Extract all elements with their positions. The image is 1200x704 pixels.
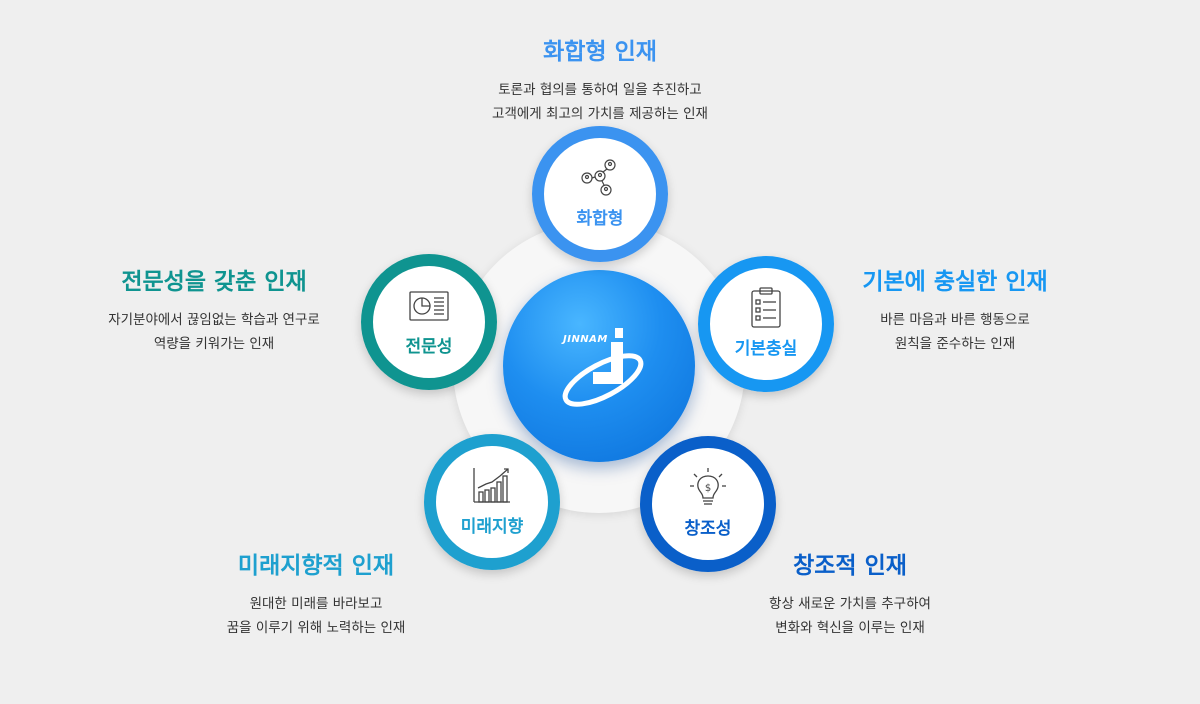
caption-line: 원대한 미래를 바라보고 (249, 596, 383, 612)
caption-line: 자기분야에서 끊임없는 학습과 연구로 (108, 312, 320, 328)
node-label-basics: 기본충실 (734, 339, 798, 359)
caption-line: 원칙을 준수하는 인재 (894, 336, 1016, 352)
growth-chart-icon (473, 468, 510, 503)
node-expertise: 전문성 (361, 254, 497, 390)
node-label-future: 미래지향 (460, 517, 524, 537)
caption-title: 창조적 인재 (793, 553, 907, 579)
caption-harmony: 화합형 인재 토론과 협의를 통하여 일을 추진하고 고객에게 최고의 가치를 … (420, 32, 780, 126)
report-pie-chart-icon (409, 291, 449, 321)
node-basics: 기본충실 (698, 256, 834, 392)
svg-text:$: $ (705, 483, 711, 494)
caption-title: 화합형 인재 (543, 39, 657, 65)
logo-text: JINNAM (563, 334, 608, 345)
caption-line: 꿈을 이루기 위해 노력하는 인재 (226, 620, 406, 636)
clipboard-checklist-icon (751, 287, 781, 328)
node-harmony: 화합형 (532, 126, 668, 262)
caption-line: 토론과 협의를 통하여 일을 추진하고 (498, 82, 702, 98)
caption-creativity: 창조적 인재 항상 새로운 가치를 추구하여 변화와 혁신을 이루는 인재 (700, 546, 1000, 640)
lightbulb-dollar-icon: $ (690, 468, 726, 505)
caption-line: 변화와 혁신을 이루는 인재 (775, 620, 925, 636)
node-label-expertise: 전문성 (405, 337, 453, 357)
node-label-harmony: 화합형 (576, 209, 624, 229)
caption-future: 미래지향적 인재 원대한 미래를 바라보고 꿈을 이루기 위해 노력하는 인재 (156, 546, 476, 640)
caption-line: 바른 마음과 바른 행동으로 (880, 312, 1030, 328)
caption-line: 고객에게 최고의 가치를 제공하는 인재 (492, 106, 708, 122)
caption-title: 기본에 충실한 인재 (862, 269, 1048, 295)
caption-line: 역량을 키워가는 인재 (153, 336, 275, 352)
caption-basics: 기본에 충실한 인재 바른 마음과 바른 행동으로 원칙을 준수하는 인재 (820, 262, 1090, 356)
logo-mark-icon (562, 328, 644, 407)
caption-title: 전문성을 갖춘 인재 (121, 269, 307, 295)
node-label-creativity: 창조성 (684, 519, 732, 539)
caption-title: 미래지향적 인재 (237, 553, 395, 579)
caption-line: 항상 새로운 가치를 추구하여 (769, 596, 931, 612)
network-people-icon (581, 159, 616, 196)
caption-expertise: 전문성을 갖춘 인재 자기분야에서 끊임없는 학습과 연구로 역량을 키워가는 … (64, 262, 364, 356)
